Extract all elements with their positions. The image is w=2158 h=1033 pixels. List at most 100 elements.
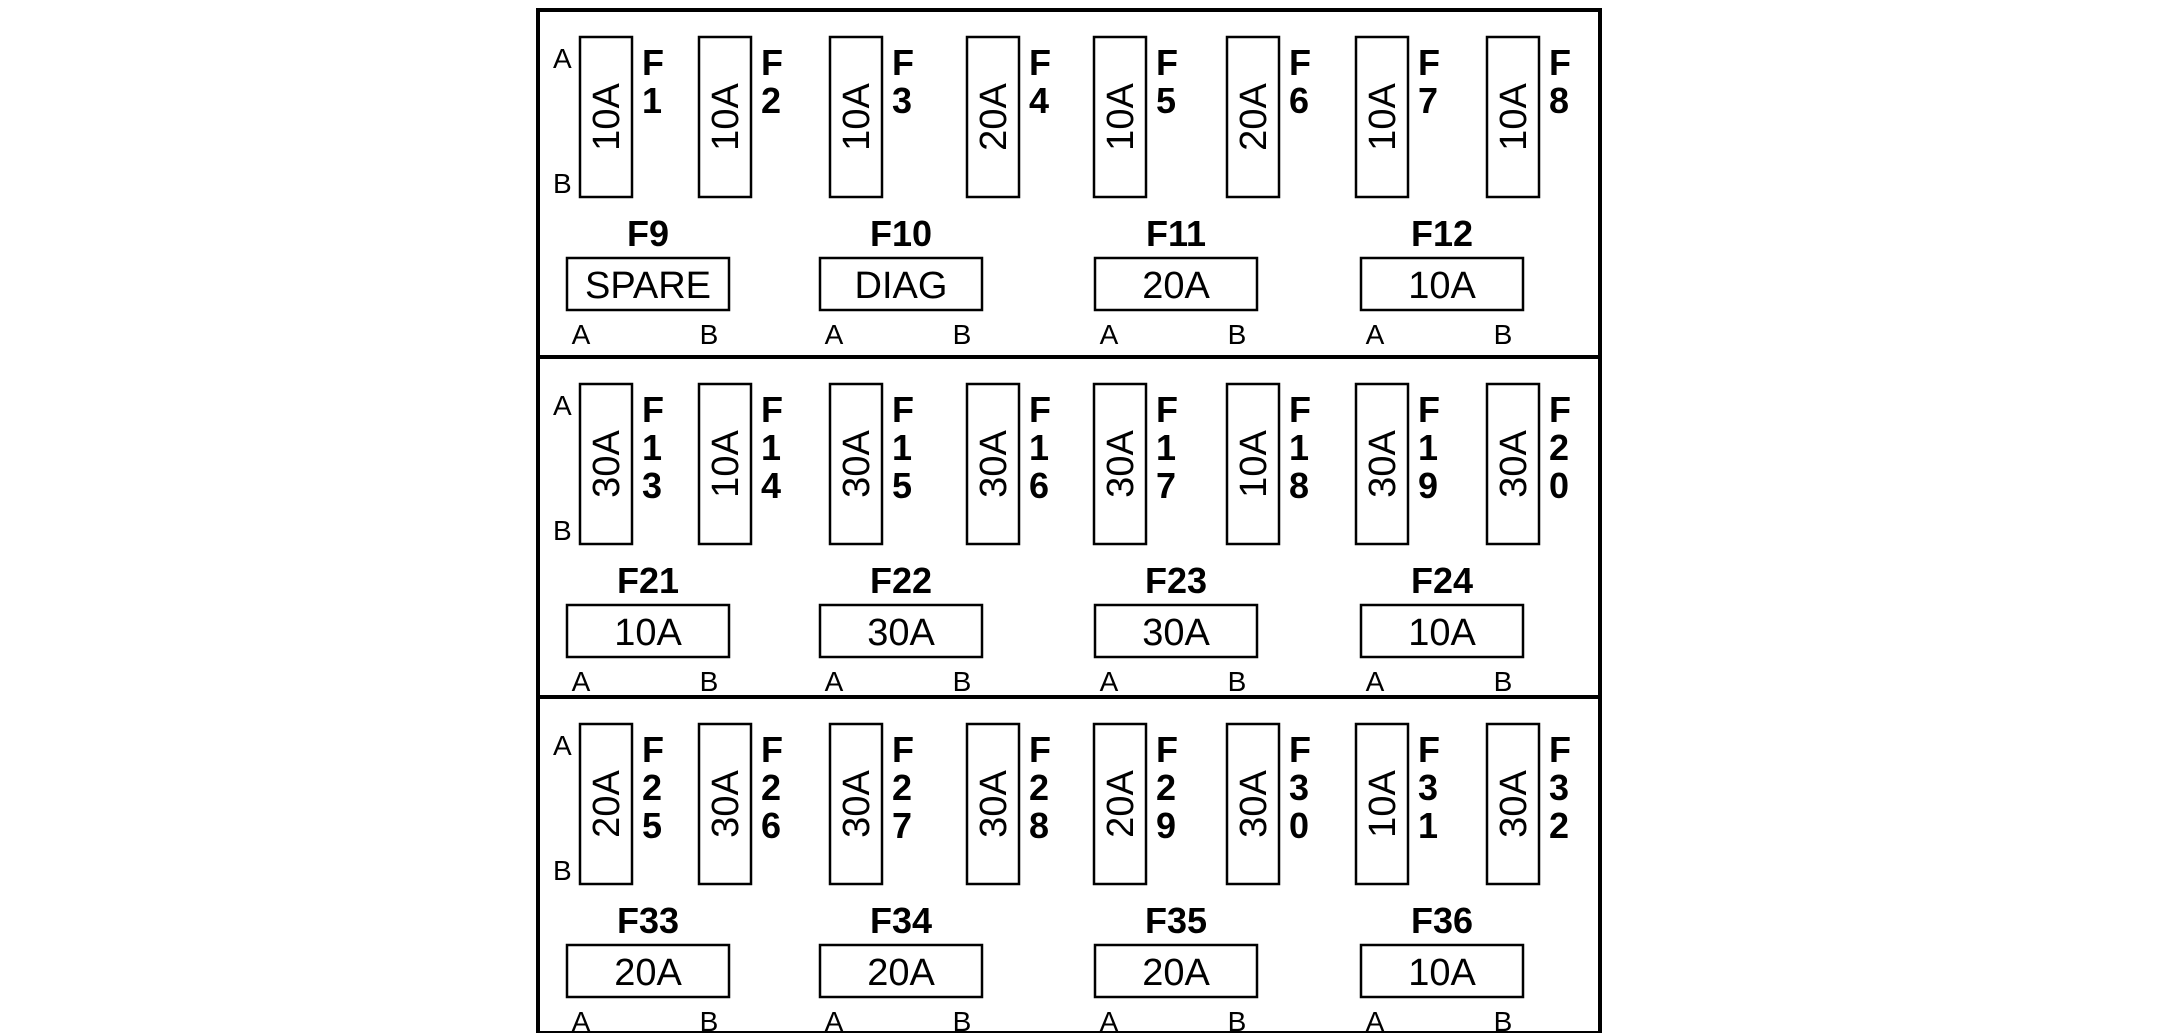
- fuse-body: [1093, 603, 1259, 659]
- terminal-label-b: B: [1228, 666, 1247, 697]
- fuse-rating: 10A: [1408, 265, 1476, 307]
- fuse-rating: 20A: [1100, 770, 1142, 838]
- fuse-id-label: F35: [1145, 900, 1207, 941]
- fuse-rating: 10A: [1233, 430, 1275, 498]
- terminal-label-a: A: [553, 730, 572, 761]
- fuse-id-label: F11: [1146, 213, 1206, 254]
- fuse-rating: 30A: [1493, 770, 1535, 838]
- fuse-rating: 10A: [836, 83, 878, 151]
- fuse-body: [578, 35, 634, 199]
- fuse-body: [965, 722, 1021, 886]
- fuse-f35: F35 20A A B: [1093, 900, 1259, 1033]
- fuse-rating: 20A: [867, 952, 935, 994]
- terminal-label-b: B: [1228, 319, 1247, 350]
- terminal-label-b: B: [700, 666, 719, 697]
- terminal-label-a: A: [1100, 1006, 1119, 1033]
- fuse-id-label: F10: [870, 213, 932, 254]
- fuse-rating: 30A: [1233, 770, 1275, 838]
- fuse-body: [1485, 382, 1541, 546]
- fuse-body: [1093, 256, 1259, 312]
- fuse-rating: 20A: [1142, 952, 1210, 994]
- fuse-block-outline: [536, 8, 1602, 1033]
- fuse-rating: 30A: [836, 430, 878, 498]
- terminal-label-a: A: [1366, 1006, 1385, 1033]
- fuse-body: [565, 256, 731, 312]
- fuse-rating: 10A: [1408, 612, 1476, 654]
- fuse-body: [818, 943, 984, 999]
- fuse-rating: 10A: [1493, 83, 1535, 151]
- fuse-rating: SPARE: [585, 265, 711, 307]
- fuse-body: [828, 35, 884, 199]
- terminal-label-b: B: [553, 168, 572, 199]
- fuse-rating: 30A: [586, 430, 628, 498]
- terminal-label-a: A: [1366, 666, 1385, 697]
- terminal-label-a: A: [553, 390, 572, 421]
- fuse-rating: 30A: [836, 770, 878, 838]
- terminal-label-b: B: [700, 319, 719, 350]
- terminal-label-b: B: [953, 666, 972, 697]
- fuse-id-label: F33: [617, 900, 679, 941]
- fuse-body: [1354, 382, 1410, 546]
- fuse-body: [697, 382, 753, 546]
- fuse-rating: 10A: [1100, 83, 1142, 151]
- fuse-body: [697, 722, 753, 886]
- fuse-rating: DIAG: [855, 265, 948, 307]
- fuse-rating: 30A: [1142, 612, 1210, 654]
- fuse-rating: 10A: [1362, 770, 1404, 838]
- terminal-label-b: B: [1228, 1006, 1247, 1033]
- fuse-rating: 30A: [973, 770, 1015, 838]
- fuse-body: [1225, 382, 1281, 546]
- terminal-label-b: B: [553, 855, 572, 886]
- terminal-label-a: A: [1100, 666, 1119, 697]
- fuse-rating: 10A: [1408, 952, 1476, 994]
- terminal-label-a: A: [572, 319, 591, 350]
- fuse-body: [1092, 35, 1148, 199]
- fuse-rating: 20A: [1142, 265, 1210, 307]
- fuse-id-label: F21: [617, 560, 679, 601]
- fuse-rating: 20A: [586, 770, 628, 838]
- terminal-label-a: A: [825, 666, 844, 697]
- terminal-label-a: A: [825, 319, 844, 350]
- terminal-label-b: B: [1494, 666, 1513, 697]
- fuse-rating: 30A: [1362, 430, 1404, 498]
- fuse-rating: 10A: [586, 83, 628, 151]
- fuse-body: [697, 35, 753, 199]
- fuse-body: [1359, 943, 1525, 999]
- fuse-rating: 20A: [1233, 83, 1275, 151]
- fuse-id-label: F9: [627, 213, 669, 254]
- fuse-body: [578, 382, 634, 546]
- fuse-body: [1359, 603, 1525, 659]
- fuse-body: [1092, 382, 1148, 546]
- fuse-body: [1359, 256, 1525, 312]
- fuse-rating: 10A: [705, 83, 747, 151]
- fuse-rating: 10A: [705, 430, 747, 498]
